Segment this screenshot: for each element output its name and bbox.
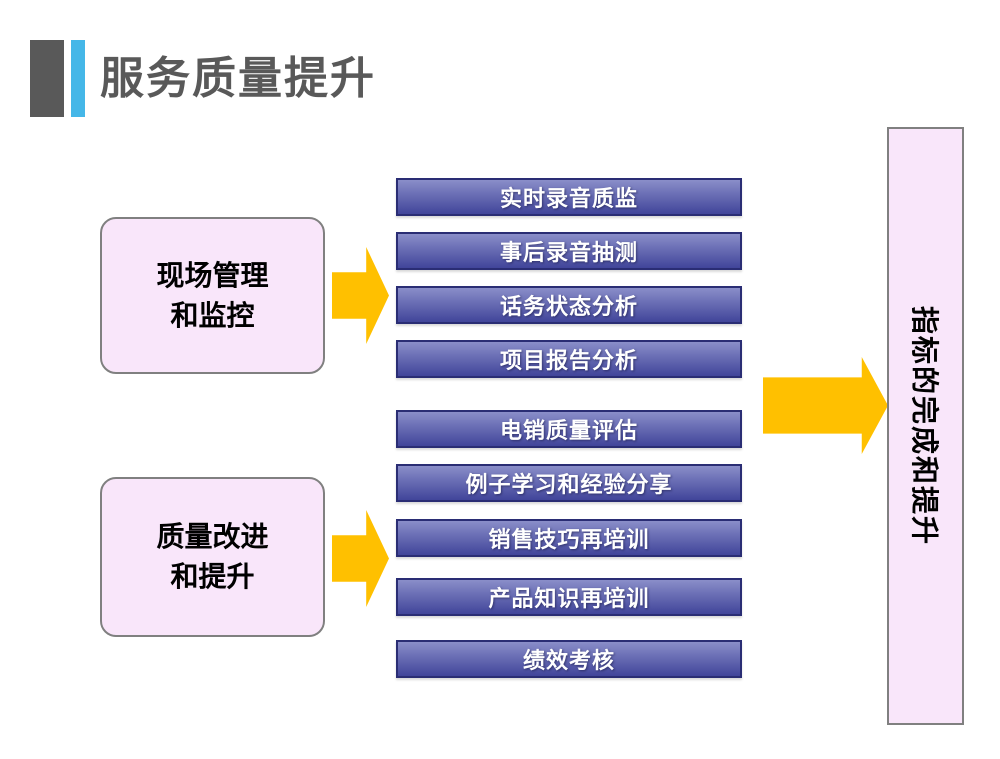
process-bar-case-study-experience-sharing: 例子学习和经验分享 [396, 464, 742, 502]
process-bar-performance-appraisal: 绩效考核 [396, 640, 742, 678]
process-bar-realtime-recording-qc: 实时录音质监 [396, 178, 742, 216]
process-bar-label: 实时录音质监 [499, 187, 638, 212]
result-box-indicator-completion: 指标的完成和提升 [887, 127, 964, 725]
process-bar-label: 销售技巧再培训 [488, 528, 650, 553]
result-box-label: 指标的完成和提升 [907, 305, 941, 547]
source-box-quality-improvement: 质量改进 和提升 [100, 477, 325, 637]
process-bar-label: 项目报告分析 [499, 349, 638, 374]
title-accent-bar-blue [71, 40, 85, 117]
right-arrow-icon [332, 247, 389, 344]
process-bar-project-report-analysis: 项目报告分析 [396, 340, 742, 378]
source-box-line: 现场管理 [156, 258, 269, 292]
process-bar-label: 事后录音抽测 [499, 241, 638, 266]
source-box-line: 和提升 [170, 560, 255, 593]
page-title: 服务质量提升 [100, 53, 376, 104]
source-box-onsite-management: 现场管理 和监控 [100, 217, 325, 374]
process-bar-product-knowledge-retraining: 产品知识再培训 [396, 578, 742, 616]
title-accent-bar-dark [30, 40, 64, 117]
source-box-line: 和监控 [170, 298, 255, 332]
process-bar-label: 电销质量评估 [499, 419, 638, 444]
process-bar-label: 例子学习和经验分享 [465, 473, 673, 498]
source-box-line: 质量改进 [156, 520, 269, 553]
process-bar-label: 绩效考核 [522, 649, 615, 674]
process-bar-post-recording-sampling: 事后录音抽测 [396, 232, 742, 270]
process-bar-label: 产品知识再培训 [488, 587, 650, 612]
right-arrow-large-icon [763, 357, 888, 454]
process-bar-telesales-quality-evaluation: 电销质量评估 [396, 410, 742, 448]
process-bar-label: 话务状态分析 [499, 295, 638, 320]
process-bar-sales-skill-retraining: 销售技巧再培训 [396, 519, 742, 557]
process-bar-traffic-status-analysis: 话务状态分析 [396, 286, 742, 324]
right-arrow-icon [332, 510, 389, 607]
